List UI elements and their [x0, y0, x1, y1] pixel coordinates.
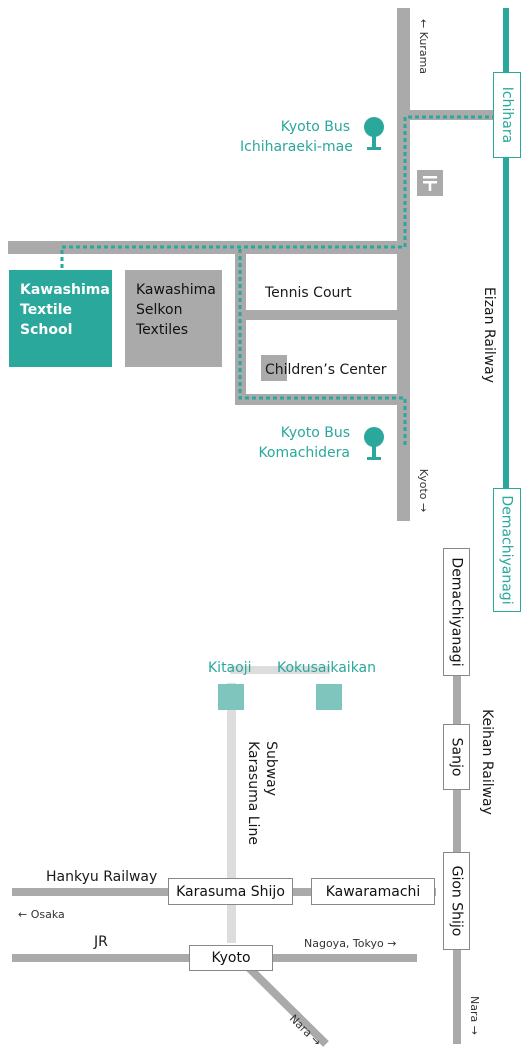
- bus-stop-komachidera: Kyoto Bus Komachidera: [240, 423, 350, 463]
- childrens-center-label: Children’s Center: [265, 362, 387, 378]
- ichihara-station: Ichihara: [493, 72, 521, 158]
- eizan-railway: Eizan Railway: [478, 270, 500, 400]
- main-road: [397, 8, 410, 521]
- kurama-direction: ← Kurama: [414, 12, 434, 80]
- kurama-label: ← Kurama: [417, 18, 431, 74]
- kyoto-station-label: Kyoto: [211, 950, 251, 966]
- nagoya-tokyo-direction: Nagoya, Tokyo →: [304, 937, 397, 950]
- jr-label: JR: [94, 934, 108, 950]
- gion-shijo-label: Gion Shijo: [448, 865, 465, 937]
- demachiyanagi-keihan-station: Demachiyanagi: [443, 548, 470, 676]
- selkon-line2: Selkon: [136, 302, 183, 318]
- kawashima-selkon-textiles: Kawashima Selkon Textiles: [125, 270, 222, 367]
- keihan-line: [453, 548, 461, 1044]
- kitaoji-label: Kitaoji: [208, 660, 252, 676]
- subway-label: Subway: [263, 741, 280, 797]
- bus-stop-2-line2: Komachidera: [258, 445, 350, 461]
- sanjo-station: Sanjo: [443, 724, 470, 790]
- ichihara-station-label: Ichihara: [499, 86, 516, 144]
- bus-stop-1-line2: Ichiharaeki-mae: [240, 139, 353, 155]
- nara-line: [240, 959, 329, 1047]
- kyoto-station: Kyoto: [189, 945, 273, 971]
- selkon-line3: Textiles: [136, 322, 189, 338]
- karasuma-line-label: Karasuma Line: [245, 741, 262, 845]
- bus-stop-1-line1: Kyoto Bus: [280, 119, 350, 135]
- hankyu-railway-label: Hankyu Railway: [46, 869, 158, 885]
- keihan-railway-label: Keihan Railway: [479, 709, 496, 815]
- demachiyanagi-keihan-label: Demachiyanagi: [448, 557, 465, 667]
- kokusaikaikan-station: [316, 684, 342, 710]
- school-line1: Kawashima: [20, 282, 110, 298]
- subway-link: [230, 666, 330, 674]
- kyoto-direction: Kyoto →: [414, 460, 434, 520]
- bus-stop-icon: [364, 427, 384, 460]
- childrens-center-marker: [261, 355, 287, 381]
- subway-karasuma-line: Subway Karasuma Line: [241, 738, 283, 848]
- osaka-direction: ← Osaka: [18, 908, 65, 921]
- road-to-ichihara: [397, 110, 497, 120]
- kitaoji-station: [218, 684, 244, 710]
- walking-route: [60, 115, 495, 268]
- tennis-road: [235, 310, 410, 320]
- kokusaikaikan-label: Kokusaikaikan: [277, 660, 377, 676]
- selkon-line1: Kawashima: [136, 282, 216, 298]
- subway-line: [227, 683, 236, 943]
- bus-stop-icon: [364, 117, 384, 150]
- school-line2: Textile: [20, 302, 73, 318]
- school-line3: School: [20, 322, 73, 338]
- demachiyanagi-eizan-station: Demachiyanagi: [493, 488, 521, 612]
- kawaramachi-station: Kawaramachi: [311, 878, 435, 905]
- demachiyanagi-eizan-label: Demachiyanagi: [499, 495, 516, 605]
- kyoto-direction-label: Kyoto →: [417, 468, 431, 512]
- eizan-railway-label: Eizan Railway: [481, 286, 497, 384]
- bus-stop-2-line1: Kyoto Bus: [280, 425, 350, 441]
- walking-route-2: [238, 249, 407, 445]
- bus-stop-ichiharaeki-mae: Kyoto Bus Ichiharaeki-mae: [240, 117, 353, 157]
- nara-direction-keihan: Nara →: [464, 990, 484, 1040]
- nara-keihan-label: Nara →: [467, 995, 481, 1035]
- tennis-court-label: Tennis Court: [265, 285, 352, 301]
- keihan-railway: Keihan Railway: [476, 700, 498, 824]
- karasuma-shijo-station: Karasuma Shijo: [168, 878, 293, 905]
- gion-shijo-station: Gion Shijo: [443, 852, 470, 950]
- kawashima-textile-school: Kawashima Textile School: [9, 270, 112, 367]
- sanjo-label: Sanjo: [448, 737, 465, 777]
- karasuma-shijo-label: Karasuma Shijo: [176, 883, 285, 900]
- kawaramachi-label: Kawaramachi: [325, 883, 421, 900]
- post-office-icon: [417, 170, 443, 196]
